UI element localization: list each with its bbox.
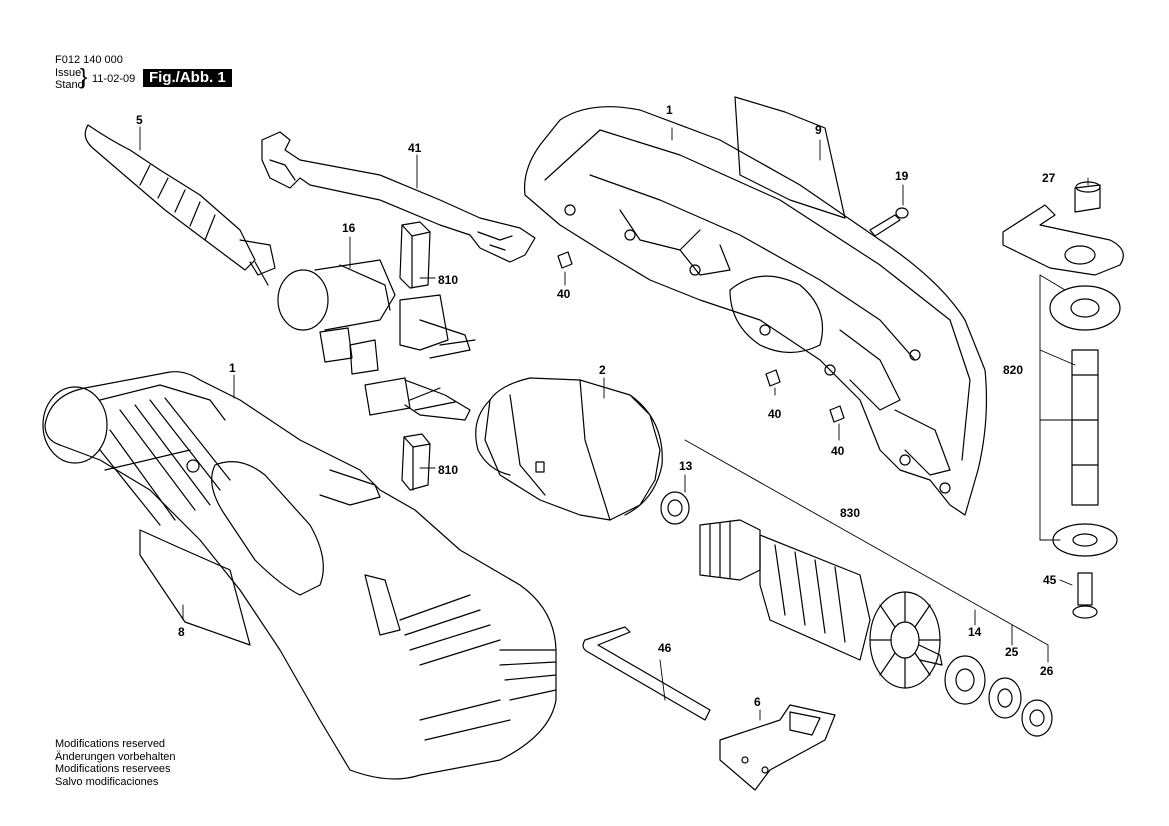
stand-label: Stand	[55, 79, 84, 91]
label-part-19: 19	[895, 169, 909, 183]
leader-lines	[139, 126, 1089, 721]
label-part-2: 2	[599, 363, 606, 377]
switch-slider-part-41	[261, 131, 536, 263]
label-part-13: 13	[679, 459, 693, 473]
bearing-part-26	[1021, 699, 1053, 737]
label-part-16: 16	[342, 221, 356, 235]
armature-part-830	[699, 519, 943, 689]
label-part-25: 25	[1005, 645, 1019, 659]
document-number: F012 140 000	[55, 54, 123, 66]
bearing-part-13	[660, 491, 690, 525]
label-part-26: 26	[1040, 664, 1054, 678]
label-part-40-a: 40	[557, 287, 571, 301]
label-part-830: 830	[840, 506, 860, 520]
label-part-9: 9	[815, 123, 822, 137]
bracket-part-6	[719, 704, 836, 791]
note-english: Modifications reserved	[55, 738, 166, 750]
note-spanish: Salvo modificaciones	[55, 775, 159, 788]
stator-part-2	[475, 377, 663, 521]
nameplate-part-8	[139, 529, 251, 646]
electronics-module-part-16	[277, 259, 476, 421]
hex-key-part-46	[582, 626, 711, 721]
issue-date: 11-02-09	[92, 73, 136, 85]
label-part-45: 45	[1043, 573, 1057, 587]
modification-notes: Modifications reserved Änderungen vorbeh…	[55, 738, 175, 788]
needle-bearing-part-27	[1074, 181, 1101, 213]
issue-label: Issue	[55, 67, 82, 79]
pin-part-40-c	[829, 405, 845, 423]
carbon-brush-lower-part-810	[401, 433, 431, 491]
label-part-810-upper: 810	[438, 273, 458, 287]
pin-part-40-b	[765, 369, 781, 387]
label-part-1-right: 1	[666, 103, 673, 117]
screw-part-45	[1072, 572, 1098, 619]
label-part-41: 41	[408, 141, 422, 155]
note-german: Änderungen vorbehalten	[55, 750, 176, 763]
label-part-14: 14	[968, 625, 982, 639]
label-part-40-c: 40	[831, 444, 845, 458]
power-cord-part-5	[84, 124, 276, 286]
brace-glyph: }	[80, 64, 88, 89]
label-part-46: 46	[658, 641, 672, 655]
label-part-810-lower: 810	[438, 463, 458, 477]
figure-badge: Fig./Abb. 1	[143, 69, 232, 87]
label-part-5: 5	[136, 113, 143, 127]
bearing-part-14	[944, 655, 986, 705]
label-part-820: 820	[1003, 363, 1023, 377]
carbon-brush-upper-part-810	[399, 221, 431, 289]
drive-assembly-part-820	[1002, 204, 1124, 557]
housing-left-part-1	[42, 371, 557, 780]
label-part-6: 6	[754, 695, 761, 709]
note-french: Modifications reservees	[55, 763, 171, 775]
label-part-1-left: 1	[229, 361, 236, 375]
label-part-27: 27	[1042, 171, 1056, 185]
label-part-8: 8	[178, 625, 185, 639]
washer-part-25	[988, 677, 1022, 719]
label-part-40-b: 40	[768, 407, 782, 421]
housing-right-part-1	[523, 106, 988, 516]
pin-part-40-a	[557, 251, 573, 269]
screw-part-19	[869, 207, 909, 237]
label-part-9	[734, 96, 846, 219]
